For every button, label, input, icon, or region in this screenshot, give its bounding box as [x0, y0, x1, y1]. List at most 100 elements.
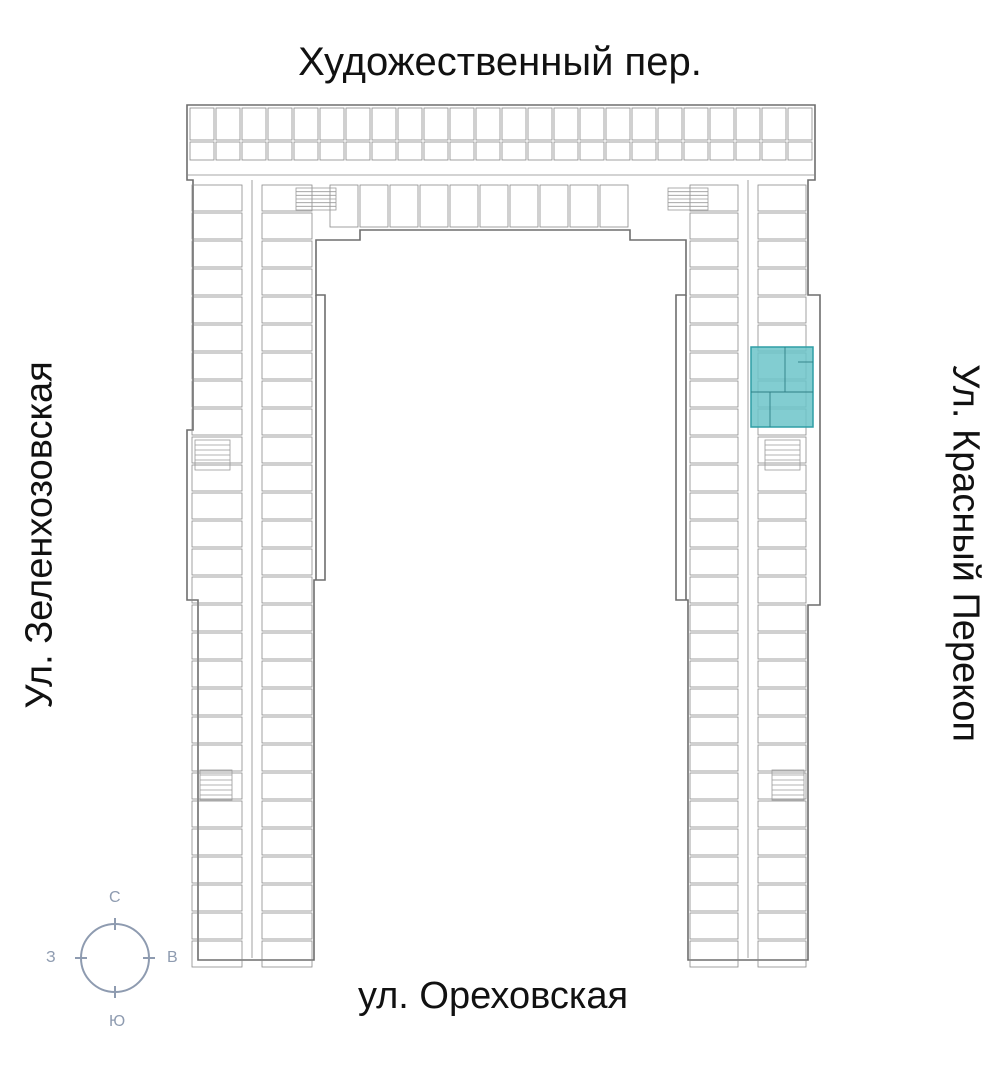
room-outline [689, 884, 739, 912]
room-outline [757, 772, 807, 800]
room-outline [757, 856, 807, 884]
street-label-bottom: ул. Ореховская [357, 975, 629, 1017]
room-outline [191, 324, 243, 352]
room-outline [689, 912, 739, 940]
room-outline [689, 632, 739, 660]
room-outline [261, 520, 313, 548]
room-outline [191, 464, 243, 492]
room-outline [757, 520, 807, 548]
room-outline [689, 436, 739, 464]
room-outline [631, 141, 657, 161]
room-outline [191, 352, 243, 380]
room-outline [689, 212, 739, 240]
room-outline [261, 772, 313, 800]
room-outline [261, 604, 313, 632]
room-outline [319, 141, 345, 161]
room-outline [689, 520, 739, 548]
room-outline [191, 240, 243, 268]
room-outline [757, 492, 807, 520]
room-outline [657, 107, 683, 141]
room-outline [191, 576, 243, 604]
room-outline [689, 408, 739, 436]
room-outline [527, 141, 553, 161]
room-outline [191, 912, 243, 940]
room-outline [261, 744, 313, 772]
room-outline [191, 296, 243, 324]
room-outline [191, 212, 243, 240]
room-outline [359, 184, 389, 228]
room-outline [539, 184, 569, 228]
room-outline [423, 141, 449, 161]
room-outline [787, 107, 813, 141]
selected-apartment-walls [751, 347, 813, 427]
room-outline [757, 576, 807, 604]
room-outline [605, 107, 631, 141]
room-outline [191, 856, 243, 884]
room-outline [345, 141, 371, 161]
room-outline [261, 268, 313, 296]
room-outline [267, 141, 293, 161]
room-outline [689, 576, 739, 604]
room-outline [479, 184, 509, 228]
room-outline [689, 660, 739, 688]
apartment-grid [187, 107, 815, 968]
room-outline [389, 184, 419, 228]
room-outline [757, 240, 807, 268]
room-outline [423, 107, 449, 141]
room-outline [191, 744, 243, 772]
room-outline [689, 828, 739, 856]
room-outline [261, 324, 313, 352]
room-outline [757, 716, 807, 744]
room-outline [757, 604, 807, 632]
room-outline [261, 632, 313, 660]
room-outline [191, 380, 243, 408]
room-outline [475, 107, 501, 141]
room-outline [191, 184, 243, 212]
room-outline [689, 940, 739, 968]
room-outline [345, 107, 371, 141]
compass-east-label: В [167, 949, 178, 966]
room-outline [261, 240, 313, 268]
room-outline [553, 107, 579, 141]
room-outline [261, 856, 313, 884]
room-outline [261, 828, 313, 856]
selected-apartment[interactable] [750, 346, 814, 428]
room-outline [191, 268, 243, 296]
room-outline [261, 380, 313, 408]
street-label-top: Художественный пер. [298, 40, 702, 84]
compass-west-label: З [46, 949, 56, 966]
room-outline [293, 141, 319, 161]
room-outline [709, 141, 735, 161]
room-outline [261, 548, 313, 576]
room-outline [631, 107, 657, 141]
room-outline [689, 548, 739, 576]
room-outline [449, 184, 479, 228]
building-walls [186, 104, 821, 961]
room-outline [757, 744, 807, 772]
room-outline [261, 296, 313, 324]
room-outline [579, 141, 605, 161]
room-outline [501, 107, 527, 141]
room-outline [689, 688, 739, 716]
room-outline [261, 352, 313, 380]
room-outline [475, 141, 501, 161]
room-outline [241, 107, 267, 141]
room-outline [689, 324, 739, 352]
room-outline [191, 632, 243, 660]
room-outline [191, 436, 243, 464]
room-outline [689, 744, 739, 772]
room-outline [787, 141, 813, 161]
room-outline [757, 184, 807, 212]
room-outline [735, 107, 761, 141]
room-outline [689, 716, 739, 744]
room-outline [261, 940, 313, 968]
room-outline [553, 141, 579, 161]
room-outline [757, 912, 807, 940]
room-outline [191, 408, 243, 436]
room-outline [261, 408, 313, 436]
compass-rose-icon [75, 918, 155, 998]
room-outline [761, 107, 787, 141]
room-outline [293, 107, 319, 141]
room-outline [191, 492, 243, 520]
